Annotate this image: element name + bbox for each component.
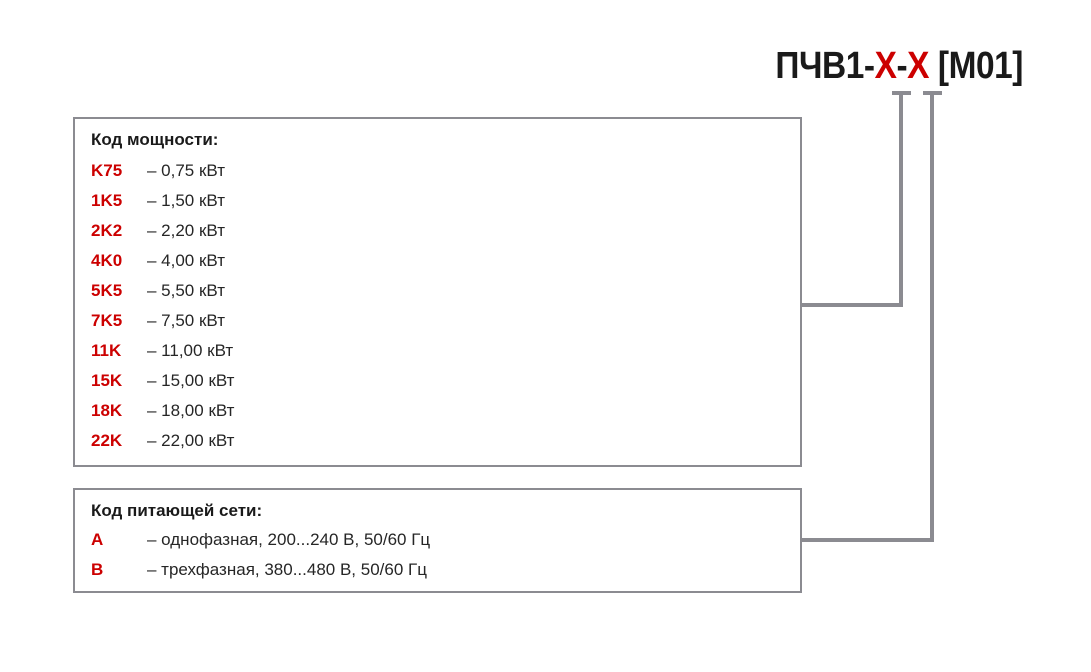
power-code-row: 1K5 – 1,50 кВт [91,191,792,221]
power-code-box-title: Код мощности: [91,130,219,149]
power-code-key: 1K5 [91,191,123,210]
supply-code-key: B [91,560,104,579]
product-code-title: ПЧВ1-X-X [M01] [123,46,1023,86]
supply-code-box: Код питающей сети: A – однофазная, 200..… [73,488,802,593]
power-code-row: 7K5 – 7,50 кВт [91,311,792,341]
power-code-row: 4K0 – 4,00 кВт [91,251,792,281]
supply-code-row: A – однофазная, 200...240 В, 50/60 Гц [91,530,792,560]
product-code-prefix: ПЧВ1- [775,45,875,87]
power-code-row: K75 – 0,75 кВт [91,161,792,191]
power-code-value: – 1,50 кВт [147,191,225,210]
power-code-value: – 7,50 кВт [147,311,225,330]
power-code-key: 4K0 [91,251,123,270]
power-code-row: 5K5 – 5,50 кВт [91,281,792,311]
power-code-key: 15K [91,371,123,390]
power-code-value: – 4,00 кВт [147,251,225,270]
power-code-row: 15K – 15,00 кВт [91,371,792,401]
product-code-separator: - [896,45,908,87]
supply-code-row: B – трехфазная, 380...480 В, 50/60 Гц [91,560,792,590]
power-code-key: 18K [91,401,123,420]
power-code-row: 11K – 11,00 кВт [91,341,792,371]
power-code-key: 22K [91,431,123,450]
power-code-value: – 22,00 кВт [147,431,235,450]
power-code-value: – 18,00 кВт [147,401,235,420]
power-code-value: – 2,20 кВт [147,221,225,240]
power-code-key: 2K2 [91,221,123,240]
power-code-row: 2K2 – 2,20 кВт [91,221,792,251]
power-code-value: – 11,00 кВт [147,341,234,360]
product-code-placeholder-power: X [874,45,897,87]
product-code-placeholder-supply: X [907,45,930,87]
leader-line-supply-code [802,95,934,542]
power-code-key: 11K [91,341,122,360]
supply-code-key: A [91,530,104,549]
power-code-list: K75 – 0,75 кВт 1K5 – 1,50 кВт 2K2 – 2,20… [91,161,792,461]
power-code-value: – 15,00 кВт [147,371,235,390]
power-code-key: 7K5 [91,311,123,330]
power-code-row: 22K – 22,00 кВт [91,431,792,461]
power-code-value: – 5,50 кВт [147,281,225,300]
supply-code-value: – трехфазная, 380...480 В, 50/60 Гц [147,560,427,579]
supply-code-value: – однофазная, 200...240 В, 50/60 Гц [147,530,431,549]
power-code-value: – 0,75 кВт [147,161,225,180]
supply-code-box-title: Код питающей сети: [91,501,263,520]
power-code-box: Код мощности: K75 – 0,75 кВт 1K5 – 1,50 … [73,117,802,467]
product-code-suffix: [M01] [929,45,1024,87]
leader-line-power-code [802,95,903,307]
power-code-row: 18K – 18,00 кВт [91,401,792,431]
power-code-key: 5K5 [91,281,123,300]
power-code-key: K75 [91,161,123,180]
supply-code-list: A – однофазная, 200...240 В, 50/60 Гц B … [91,530,792,590]
